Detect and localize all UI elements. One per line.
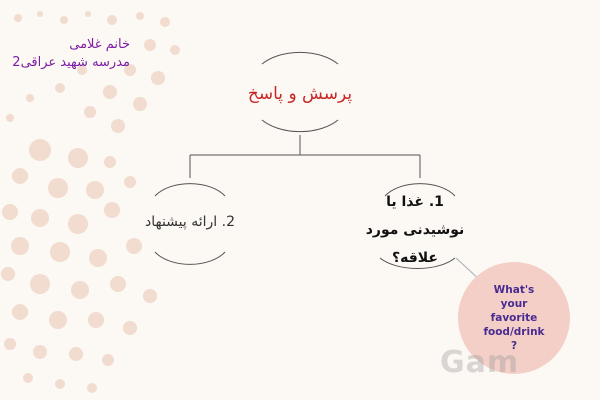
left-node-bottom-arc: [154, 251, 226, 265]
node-favorite-food: 1. غذا یا نوشیدنی مورد علاقه؟: [340, 188, 490, 272]
right-node-bottom-arc: [379, 257, 456, 269]
title-node-top-arc: [261, 51, 339, 65]
school-name: مدرسه شهید عراقی2: [12, 55, 130, 70]
node-favorite-food-line1: 1. غذا یا: [386, 194, 444, 210]
watermark-text: Gam: [440, 345, 520, 380]
title-node-bottom-arc: [261, 119, 339, 133]
node-suggestion: 2. ارائه پیشنهاد: [144, 214, 235, 230]
left-node-top-arc: [154, 183, 226, 197]
author-label: خانم غلامی مدرسه شهید عراقی2: [0, 36, 130, 72]
right-node-top-arc: [384, 183, 456, 197]
question-bubble: What's your favorite food/drink ?: [458, 262, 570, 374]
node-favorite-food-line2: نوشیدنی مورد: [365, 222, 465, 238]
question-bubble-text: What's your favorite food/drink ?: [483, 284, 545, 352]
title-node: پرسش و پاسخ: [247, 84, 353, 104]
node-favorite-food-line3: علاقه؟: [392, 250, 438, 266]
author-name: خانم غلامی: [69, 37, 130, 52]
watermark-logo: Gam: [440, 345, 580, 385]
